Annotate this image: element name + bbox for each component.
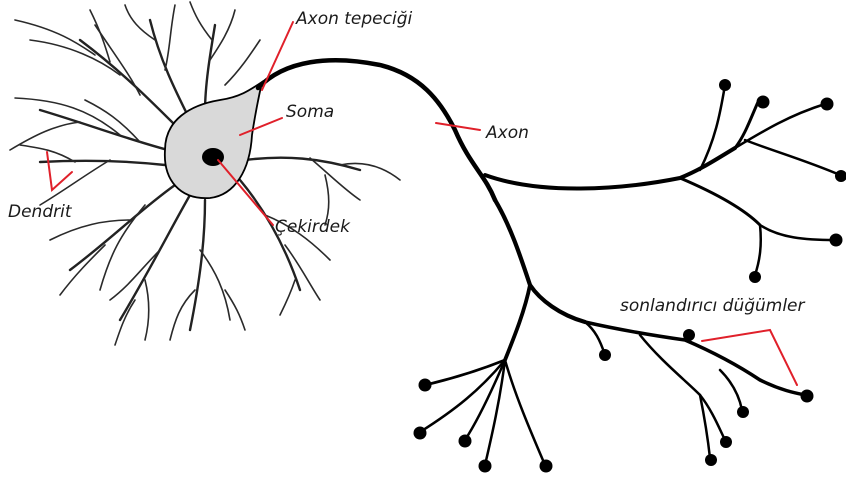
- label-soma: Soma: [286, 102, 334, 122]
- terminal-nodes: [414, 79, 846, 473]
- label-dendrite: Dendrit: [8, 202, 73, 222]
- axon: [258, 60, 840, 465]
- label-axon-hillock: Axon tepeciği: [295, 9, 413, 29]
- label-axon: Axon: [485, 123, 529, 143]
- label-nucleus: Çekirdek: [275, 217, 351, 237]
- label-terminals: sonlandırıcı düğümler: [620, 296, 806, 316]
- leader-lines: [47, 22, 797, 385]
